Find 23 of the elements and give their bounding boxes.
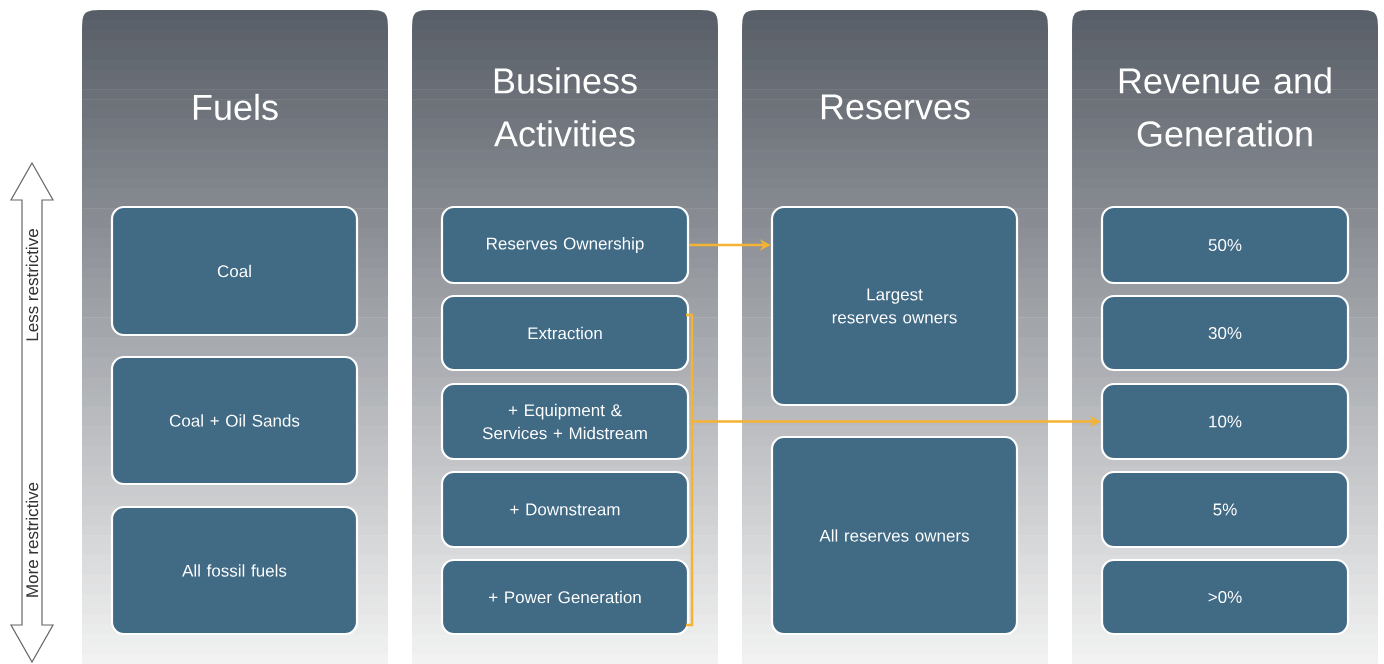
category-box: Reserves Ownership <box>440 205 690 285</box>
axis-label: More restrictive <box>25 482 39 597</box>
node-label: Business <box>494 67 637 94</box>
axis-label: Less restrictive <box>25 229 39 341</box>
category-box: + Power Generation <box>440 558 690 636</box>
category-box: Coal + Oil Sands <box>110 355 359 486</box>
category-box: + Equipment & Services + Midstream <box>440 382 690 461</box>
category-box: All fossil fuels <box>110 505 359 636</box>
node-label: Activities <box>494 120 635 147</box>
category-box: Coal <box>110 205 359 337</box>
category-box: Largest reserves owners <box>770 205 1019 407</box>
category-box: >0% <box>1100 558 1350 636</box>
category-box: 30% <box>1100 294 1350 372</box>
category-box: 5% <box>1100 470 1350 549</box>
category-box: + Downstream <box>440 470 690 549</box>
node-label: Fuels <box>193 93 278 121</box>
category-box: 10% <box>1100 382 1350 461</box>
category-box: 50% <box>1100 205 1350 285</box>
node-label: Reserves <box>821 94 970 120</box>
node-label: Revenue and <box>1119 67 1331 94</box>
category-box: All reserves owners <box>770 435 1019 636</box>
category-box: Extraction <box>440 294 690 372</box>
node-label: Generation <box>1137 120 1312 147</box>
